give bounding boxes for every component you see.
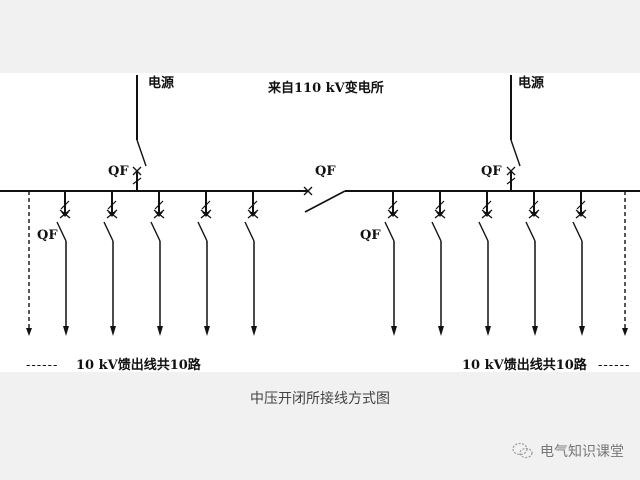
watermark: 电气知识课堂	[512, 441, 624, 461]
figure-caption: 中压开闭所接线方式图	[250, 391, 390, 407]
right-feeder-3	[478, 190, 493, 337]
right-feeder-4	[525, 190, 540, 337]
watermark-text: 电气知识课堂	[540, 444, 624, 460]
left-feeder-note: 10 kV馈出线共10路	[76, 358, 201, 373]
bus-tie-switch	[304, 190, 346, 213]
wechat-icon	[512, 442, 533, 459]
left-feeder-1	[56, 190, 71, 337]
right-feeder-5	[572, 190, 587, 337]
left-feeder-5	[244, 190, 259, 337]
right-source-label: 电源	[518, 76, 545, 91]
incoming-label: 来自110 kV变电所	[268, 81, 384, 96]
right-dash-legend: ------	[598, 358, 631, 373]
left-source-label: 电源	[148, 76, 175, 91]
right-feeder-qf-label: QF	[360, 228, 381, 243]
left-feeder-4	[197, 190, 212, 337]
diagram-panel	[0, 73, 640, 372]
left-incoming-qf-label: QF	[108, 164, 129, 179]
right-feeder-2	[431, 190, 446, 337]
right-feeder-1	[384, 190, 399, 337]
left-feeder-3	[150, 190, 165, 337]
bus-tie-qf-label: QF	[315, 164, 336, 179]
left-dash-legend: ------	[26, 358, 59, 373]
left-feeder-2	[103, 190, 118, 337]
right-feeder-note: 10 kV馈出线共10路	[462, 358, 587, 373]
right-incoming-qf-label: QF	[481, 164, 502, 179]
left-feeder-qf-label: QF	[37, 228, 58, 243]
